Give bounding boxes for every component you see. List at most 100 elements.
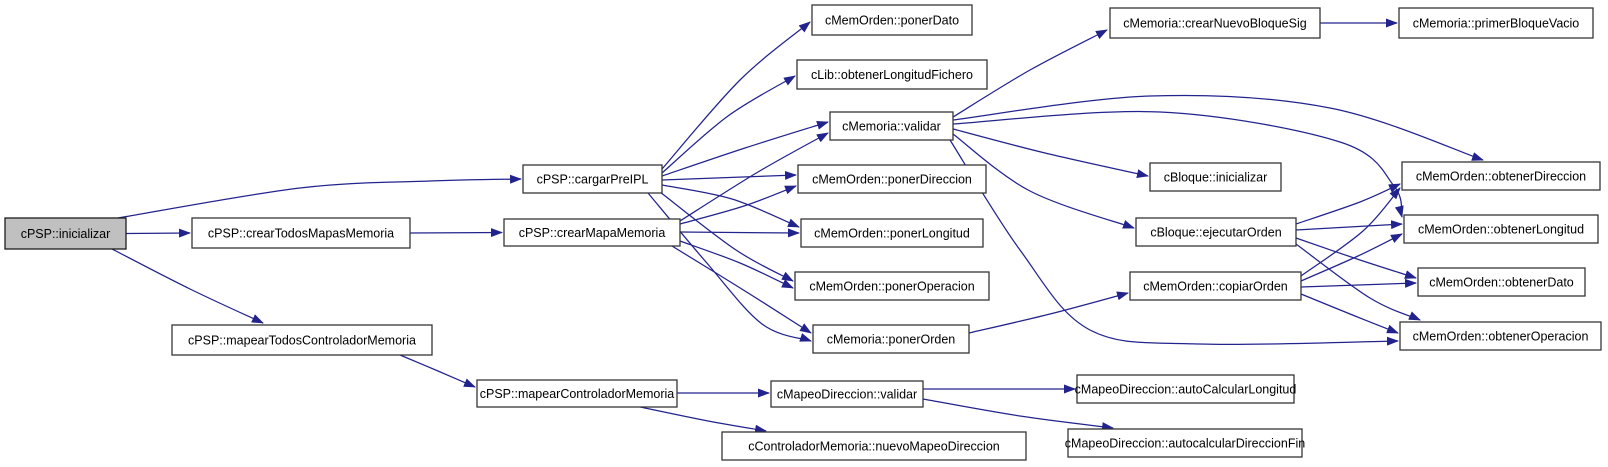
node-obtenerOperacion[interactable]: cMemOrden::obtenerOperacion [1399,321,1602,351]
node-ponerOperacion[interactable]: cMemOrden::ponerOperacion [794,271,990,301]
edge-cargarPreIPL-to-ponerDato [661,21,811,170]
node-label-ponerDato: cMemOrden::ponerDato [825,13,959,27]
edge-crearMapaMemoria-to-ponerLongitud [679,228,800,238]
node-label-obtenerDireccion: cMemOrden::obtenerDireccion [1416,169,1586,183]
edge-ponerOrden-to-copiarOrden [968,291,1129,334]
node-label-bloqueInicializar: cBloque::inicializar [1164,170,1268,184]
node-box-obtenerLongitud[interactable] [1403,214,1599,244]
node-ponerOrden[interactable]: cMemoria::ponerOrden [812,324,970,354]
edge-ejecutarOrden-to-obtenerDireccion [1295,183,1401,225]
node-box-nuevoMapeoDireccion[interactable] [721,431,1027,461]
edge-cargarPreIPL-to-ponerOperacion [659,191,794,282]
node-box-ejecutarOrden[interactable] [1135,217,1297,247]
node-label-obtenerLongitud: cMemOrden::obtenerLongitud [1418,222,1584,236]
node-ponerDato[interactable]: cMemOrden::ponerDato [811,4,973,36]
edge-memValidar-to-bloqueInicializar [952,128,1149,178]
edge-crearMapaMemoria-to-ponerDireccion [679,185,797,225]
edge-mapeoValidar-to-autocalcularDireccionFin [922,398,1114,432]
node-box-memValidar[interactable] [829,111,954,141]
node-obtenerDato[interactable]: cMemOrden::obtenerDato [1417,267,1586,297]
node-ejecutarOrden[interactable]: cBloque::ejecutarOrden [1135,217,1297,247]
edge-cargarPreIPL-to-memValidar [661,120,829,177]
edge-crearMapaMemoria-to-memValidar [679,132,829,222]
node-ponerLongitud[interactable]: cMemOrden::ponerLongitud [800,218,984,248]
edge-crearMapaMemoria-to-ponerOperacion [679,240,794,289]
node-label-mapearTodos: cPSP::mapearTodosControladorMemoria [188,333,416,347]
node-box-crearNuevoBloqueSig[interactable] [1109,7,1321,39]
node-psp_inicializar: cPSP::inicializar [4,217,127,250]
node-crearNuevoBloqueSig[interactable]: cMemoria::crearNuevoBloqueSig [1109,7,1321,39]
node-mapearControlador[interactable]: cPSP::mapearControladorMemoria [476,379,678,408]
node-box-crearMapaMemoria[interactable] [503,218,681,247]
node-label-crearTodosMapas: cPSP::crearTodosMapasMemoria [208,226,394,240]
node-crearMapaMemoria[interactable]: cPSP::crearMapaMemoria [503,218,681,247]
node-copiarOrden[interactable]: cMemOrden::copiarOrden [1129,271,1302,301]
edge-memValidar-to-obtenerOperacion [949,139,1399,346]
node-label-nuevoMapeoDireccion: cControladorMemoria::nuevoMapeoDireccion [748,439,1000,453]
node-primerBloqueVacio[interactable]: cMemoria::primerBloqueVacio [1398,7,1594,39]
node-box-crearTodosMapas[interactable] [191,217,411,249]
node-box-autocalcularDireccionFin[interactable] [1067,428,1303,458]
node-box-mapearTodos[interactable] [171,324,433,356]
node-box-copiarOrden[interactable] [1129,271,1302,301]
edge-copiarOrden-to-obtenerOperacion [1300,293,1399,334]
node-crearTodosMapas[interactable]: cPSP::crearTodosMapasMemoria [191,217,411,249]
edge-ejecutarOrden-to-obtenerOperacion [1295,243,1421,321]
node-obtenerLongitud[interactable]: cMemOrden::obtenerLongitud [1403,214,1599,244]
node-nuevoMapeoDireccion[interactable]: cControladorMemoria::nuevoMapeoDireccion [721,431,1027,461]
node-box-mapearControlador[interactable] [476,379,678,408]
edge-mapearControlador-to-nuevoMapeoDireccion [639,406,767,434]
node-box-bloqueInicializar[interactable] [1149,162,1282,192]
node-box-ponerOperacion[interactable] [794,271,990,301]
node-label-mapearControlador: cPSP::mapearControladorMemoria [480,387,675,401]
node-ponerDireccion[interactable]: cMemOrden::ponerDireccion [797,164,987,194]
edge-crearTodosMapas-to-crearMapaMemoria [409,228,503,238]
node-box-psp_inicializar [4,217,127,250]
node-label-ponerOperacion: cMemOrden::ponerOperacion [809,279,974,293]
node-box-primerBloqueVacio[interactable] [1398,7,1594,39]
node-autocalcularDireccionFin[interactable]: cMapeoDireccion::autocalcularDireccionFi… [1065,428,1305,458]
node-memValidar[interactable]: cMemoria::validar [829,111,954,141]
node-box-autoCalcularLongitud[interactable] [1076,374,1295,404]
node-autoCalcularLongitud[interactable]: cMapeoDireccion::autoCalcularLongitud [1075,374,1297,404]
node-obtenerLongitudFichero[interactable]: cLib::obtenerLongitudFichero [796,59,988,90]
edge-psp_inicializar-to-crearTodosMapas [125,228,191,238]
node-mapearTodos[interactable]: cPSP::mapearTodosControladorMemoria [171,324,433,356]
node-box-obtenerDireccion[interactable] [1401,161,1601,191]
node-box-ponerDireccion[interactable] [797,164,987,194]
node-label-mapeoValidar: cMapeoDireccion::validar [777,387,917,401]
node-box-ponerDato[interactable] [811,4,973,36]
node-label-memValidar: cMemoria::validar [842,119,941,133]
node-box-ponerOrden[interactable] [812,324,970,354]
node-label-psp_inicializar: cPSP::inicializar [21,227,111,241]
edge-memValidar-to-obtenerDireccion [952,94,1484,161]
edge-cargarPreIPL-to-obtenerLongitudFichero [661,75,796,174]
node-box-obtenerOperacion[interactable] [1399,321,1602,351]
edge-crearMapaMemoria-to-ponerOrden [671,245,812,334]
node-box-obtenerLongitudFichero[interactable] [796,59,988,90]
node-box-ponerLongitud[interactable] [800,218,984,248]
node-obtenerDireccion[interactable]: cMemOrden::obtenerDireccion [1401,161,1601,191]
node-mapeoValidar[interactable]: cMapeoDireccion::validar [770,380,924,408]
edge-memValidar-to-ejecutarOrden [952,133,1135,229]
node-box-obtenerDato[interactable] [1417,267,1586,297]
node-box-mapeoValidar[interactable] [770,380,924,408]
edge-ejecutarOrden-to-obtenerLongitud [1295,220,1403,231]
node-box-cargarPreIPL[interactable] [522,164,663,194]
edge-mapearTodos-to-mapearControlador [399,354,476,388]
edge-psp_inicializar-to-cargarPreIPL [117,174,522,219]
node-label-obtenerLongitudFichero: cLib::obtenerLongitudFichero [811,68,973,82]
node-label-ponerLongitud: cMemOrden::ponerLongitud [814,226,970,240]
node-label-obtenerDato: cMemOrden::obtenerDato [1429,275,1574,289]
node-label-primerBloqueVacio: cMemoria::primerBloqueVacio [1413,16,1580,30]
node-label-cargarPreIPL: cPSP::cargarPreIPL [537,172,649,186]
node-label-crearMapaMemoria: cPSP::crearMapaMemoria [519,226,666,240]
edge-copiarOrden-to-obtenerDato [1300,278,1417,288]
edge-memValidar-to-crearNuevoBloqueSig [952,29,1108,118]
node-label-ejecutarOrden: cBloque::ejecutarOrden [1150,225,1281,239]
node-cargarPreIPL[interactable]: cPSP::cargarPreIPL [522,164,663,194]
node-bloqueInicializar[interactable]: cBloque::inicializar [1149,162,1282,192]
edge-copiarOrden-to-obtenerLongitud [1300,233,1403,282]
